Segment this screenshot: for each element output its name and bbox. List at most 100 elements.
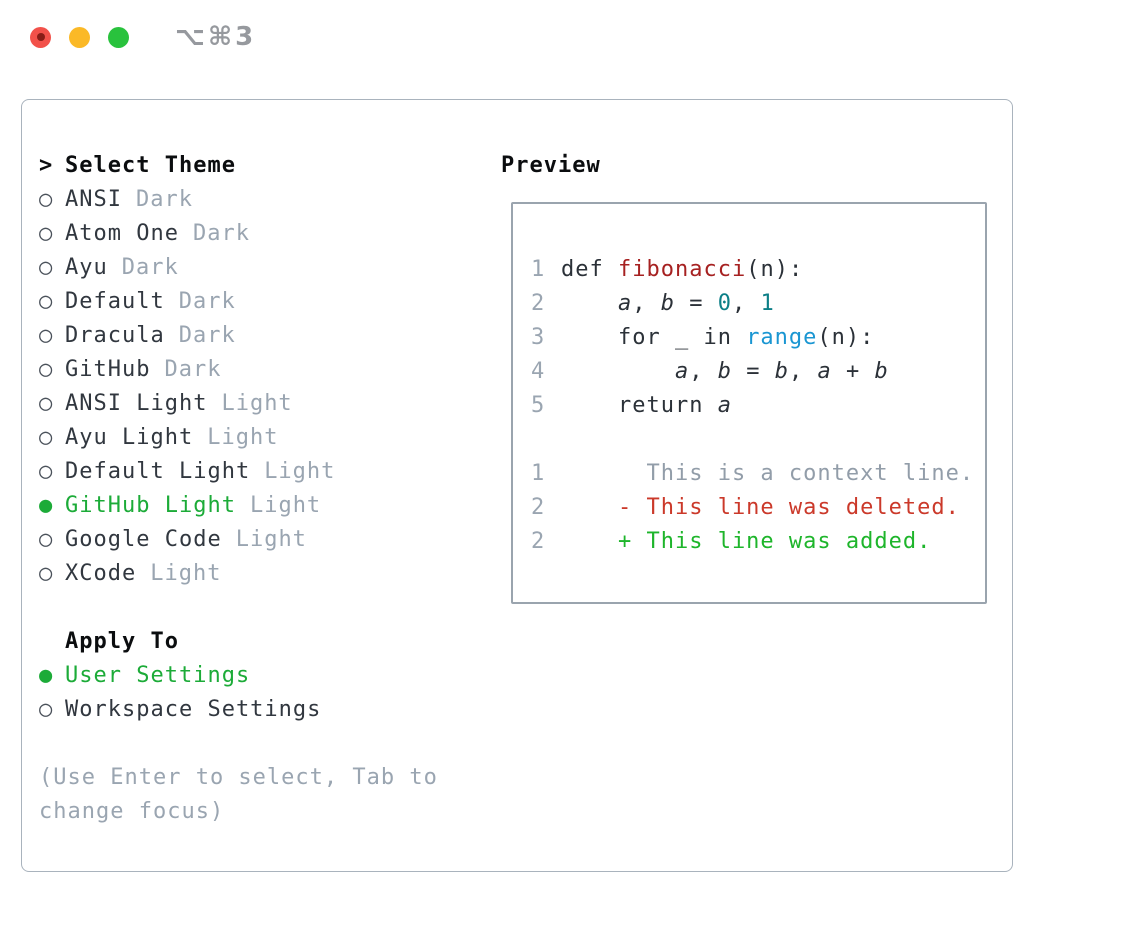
radio-icon: ○ xyxy=(39,697,54,722)
code-text: def fibonacci(n): xyxy=(561,257,804,282)
select-theme-title: Select Theme xyxy=(65,153,236,178)
theme-label: Ayu xyxy=(65,255,108,280)
apply-option-label: Workspace Settings xyxy=(65,697,322,722)
theme-label: Ayu Light xyxy=(65,425,194,450)
apply-to-section: Apply To ● User Settings ○ Workspace Settin… xyxy=(39,625,471,727)
code-line: 3 for _ in range(n): xyxy=(531,321,977,355)
radio-icon: ○ xyxy=(39,255,54,280)
code-text: - This line was deleted. xyxy=(561,495,960,520)
theme-option-atom-one[interactable]: ○ Atom One Dark xyxy=(39,217,471,251)
line-number: 2 xyxy=(531,529,546,554)
code-text: + This line was added. xyxy=(561,529,932,554)
code-line: 5 return a xyxy=(531,389,977,423)
line-number: 3 xyxy=(531,325,546,350)
theme-variant-tag: Dark xyxy=(192,221,250,246)
code-text: a, b = 0, 1 xyxy=(617,291,775,316)
theme-label: Google Code xyxy=(65,527,222,552)
radio-selected-icon: ● xyxy=(39,663,54,688)
radio-icon: ○ xyxy=(39,391,54,416)
window-title: ⌥⌘3 xyxy=(175,22,257,52)
select-theme-header: > Select Theme xyxy=(39,149,471,183)
theme-variant-tag: Dark xyxy=(178,289,236,314)
apply-to-list: ● User Settings ○ Workspace Settings xyxy=(39,659,471,727)
theme-variant-tag: Light xyxy=(249,493,322,518)
zoom-button[interactable] xyxy=(108,26,129,48)
titlebar: ⌥⌘3 xyxy=(30,22,256,52)
apply-to-header: Apply To xyxy=(39,625,471,659)
line-number: 1 xyxy=(531,257,546,282)
close-dot-icon xyxy=(36,33,45,41)
close-button[interactable] xyxy=(30,26,51,48)
line-number: 2 xyxy=(531,291,546,316)
code-text: a, b = b, a + b xyxy=(674,359,889,384)
preview-title: Preview xyxy=(501,153,601,178)
theme-label: Dracula xyxy=(65,323,165,348)
code-text: return a xyxy=(561,393,732,418)
minimize-button[interactable] xyxy=(69,26,90,48)
keyboard-hint: (Use Enter to select, Tab to change focu… xyxy=(39,765,438,824)
header-indent xyxy=(39,625,65,659)
radio-icon: ○ xyxy=(39,221,54,246)
theme-label: Default Light xyxy=(65,459,251,484)
theme-option-github-light[interactable]: ● GitHub Light Light xyxy=(39,489,471,523)
code-text: This is a context line. xyxy=(561,461,975,486)
theme-option-default[interactable]: ○ Default Dark xyxy=(39,285,471,319)
theme-option-ayu[interactable]: ○ Ayu Dark xyxy=(39,251,471,285)
theme-variant-tag: Light xyxy=(264,459,336,484)
radio-icon: ○ xyxy=(39,527,54,552)
diff-line-deleted: 2 - This line was deleted. xyxy=(531,491,977,525)
theme-label: GitHub Light xyxy=(65,493,236,518)
theme-variant-tag: Dark xyxy=(164,357,222,382)
theme-option-ansi-light[interactable]: ○ ANSI Light Light xyxy=(39,387,471,421)
apply-option-workspace-settings[interactable]: ○ Workspace Settings xyxy=(39,693,471,727)
theme-option-google-code[interactable]: ○ Google Code Light xyxy=(39,523,471,557)
apply-option-label: User Settings xyxy=(65,663,251,688)
prompt-caret-icon: > xyxy=(39,153,54,178)
line-number: 4 xyxy=(531,359,546,384)
code-line: 2 a, b = 0, 1 xyxy=(531,287,977,321)
radio-icon: ○ xyxy=(39,425,54,450)
radio-icon: ○ xyxy=(39,323,54,348)
theme-variant-tag: Light xyxy=(221,391,293,416)
theme-label: GitHub xyxy=(65,357,151,382)
diff-line-context: 1 This is a context line. xyxy=(531,457,977,491)
line-number: 5 xyxy=(531,393,546,418)
theme-option-github[interactable]: ○ GitHub Dark xyxy=(39,353,471,387)
line-number: 2 xyxy=(531,495,546,520)
theme-label: XCode xyxy=(65,561,137,586)
theme-option-default-light[interactable]: ○ Default Light Light xyxy=(39,455,471,489)
line-number xyxy=(531,423,561,457)
code-text: for _ in range(n): xyxy=(561,325,875,350)
radio-icon: ○ xyxy=(39,289,54,314)
theme-label: Default xyxy=(65,289,165,314)
theme-label: ANSI xyxy=(65,187,122,212)
theme-variant-tag: Light xyxy=(235,527,307,552)
radio-selected-icon: ● xyxy=(39,493,54,518)
radio-icon: ○ xyxy=(39,357,54,382)
apply-option-user-settings[interactable]: ● User Settings xyxy=(39,659,471,693)
theme-variant-tag: Dark xyxy=(178,323,236,348)
theme-variant-tag: Light xyxy=(207,425,279,450)
theme-option-ayu-light[interactable]: ○ Ayu Light Light xyxy=(39,421,471,455)
line-number: 1 xyxy=(531,461,546,486)
theme-label: Atom One xyxy=(65,221,179,246)
blank-line xyxy=(531,423,977,457)
code-line: 4 a, b = b, a + b xyxy=(531,355,977,389)
theme-option-dracula[interactable]: ○ Dracula Dark xyxy=(39,319,471,353)
theme-variant-tag: Dark xyxy=(121,255,179,280)
radio-icon: ○ xyxy=(39,187,54,212)
radio-icon: ○ xyxy=(39,459,54,484)
code-line: 1 def fibonacci(n): xyxy=(531,253,977,287)
diff-line-added: 2 + This line was added. xyxy=(531,525,977,559)
theme-variant-tag: Light xyxy=(150,561,222,586)
theme-label: ANSI Light xyxy=(65,391,208,416)
apply-to-title: Apply To xyxy=(65,629,179,654)
